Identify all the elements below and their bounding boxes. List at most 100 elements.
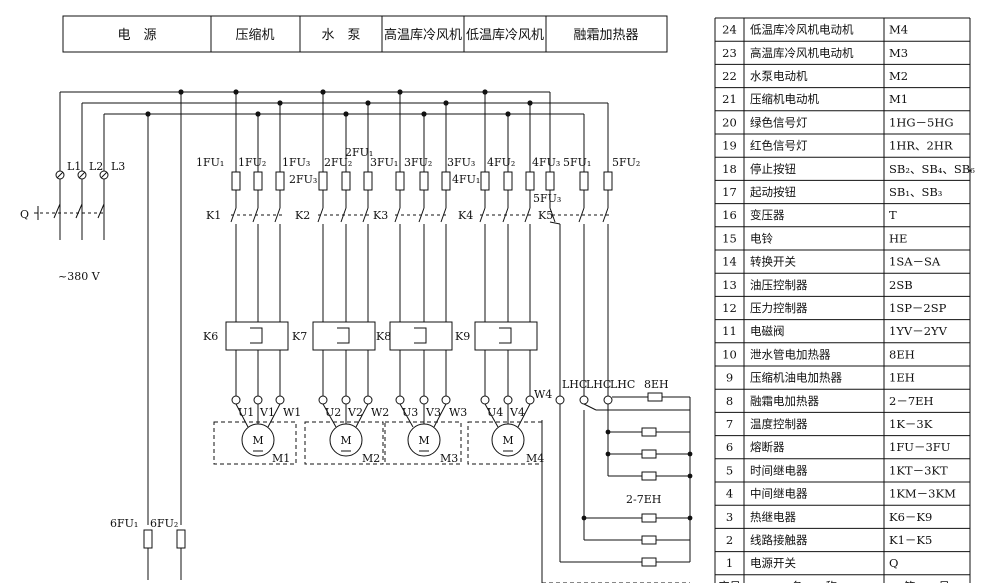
table-cell-symbol: Q: [889, 556, 898, 570]
label-6fu1: 6FU₁: [110, 517, 138, 530]
label-5fu1: 5FU₁: [563, 156, 591, 169]
label-w2: W2: [371, 406, 389, 419]
label-1fu2: 1FU₂: [238, 156, 266, 169]
label-m2: M2: [362, 452, 380, 465]
table-cell-index: 5: [726, 463, 733, 477]
label-l2: L2: [89, 160, 103, 173]
label-k4: K4: [458, 209, 473, 222]
label-8eh: 8EH: [644, 378, 669, 391]
table-cell-symbol: M1: [889, 92, 908, 106]
table-cell-index: 15: [722, 231, 737, 245]
table-cell-index: 9: [726, 371, 733, 385]
branch-wiring: [235, 92, 609, 396]
label-5fu3: 5FU₃: [533, 192, 561, 205]
table-cell-name: 停止按钮: [750, 162, 796, 176]
table-cell-index: 1: [726, 556, 733, 570]
label-4fu3: 4FU₃: [532, 156, 560, 169]
table-cell-name: 转换开关: [750, 255, 796, 269]
label-5fu2: 5FU₂: [612, 156, 640, 169]
label-lhc-3: LHC: [610, 378, 635, 391]
table-cell-symbol: 1KT－3KT: [889, 463, 948, 477]
table-cell-index: 13: [722, 278, 737, 292]
table-cell-symbol: 1YV－2YV: [889, 324, 948, 338]
motor-terminals: [231, 395, 613, 405]
table-cell-index: 10: [722, 347, 737, 361]
label-2fu2: 2FU₂: [324, 156, 352, 169]
label-1fu3: 1FU₃: [282, 156, 310, 169]
header-compressor: 压缩机: [235, 27, 274, 43]
table-cell-name: 温度控制器: [750, 417, 808, 431]
table-cell-index: 16: [722, 208, 737, 222]
table-cell-symbol: SB₂、SB₄、SB₆: [889, 162, 975, 176]
header-power: 电 源: [117, 28, 156, 43]
table-cell-name: 水泵电动机: [750, 69, 808, 83]
label-m4: M4: [526, 452, 544, 465]
header-water-pump: 水 泵: [321, 28, 360, 43]
table-cell-index: 17: [722, 185, 737, 199]
heater-junctions: [581, 429, 693, 521]
table-cell-name: 压缩机电动机: [750, 92, 819, 106]
label-v4: V4: [509, 406, 525, 419]
header-high-temp-fan: 高温库冷风机: [384, 27, 462, 43]
table-cell-name: 压力控制器: [750, 301, 808, 315]
motor-symbol-m4: M: [502, 434, 513, 447]
label-m3: M3: [440, 452, 458, 465]
table-cell-index: 24: [722, 23, 737, 37]
table-cell-index: 11: [722, 324, 737, 338]
table-cell-symbol: M3: [889, 46, 908, 60]
label-w4: W4: [534, 388, 552, 401]
defrost-heater-network: [541, 392, 691, 583]
table-header-index: 序号: [718, 579, 741, 583]
label-4fu1: 4FU₁: [452, 173, 480, 186]
label-2fu1: 2FU₁: [345, 146, 373, 159]
label-v2: V2: [347, 406, 363, 419]
label-2-7eh: 2-7EH: [626, 493, 661, 506]
motor-symbol-m3: M: [418, 434, 429, 447]
label-6fu2: 6FU₂: [150, 517, 178, 530]
label-k5: K5: [538, 209, 553, 222]
label-w1: W1: [283, 406, 301, 419]
label-3fu2: 3FU₂: [404, 156, 432, 169]
table-cell-index: 14: [722, 255, 737, 269]
label-4fu2: 4FU₂: [487, 156, 515, 169]
table-cell-name: 热继电器: [750, 510, 796, 524]
table-cell-symbol: 2－7EH: [889, 394, 934, 408]
label-k3: K3: [373, 209, 388, 222]
label-l1: L1: [67, 160, 81, 173]
label-3fu1: 3FU₁: [370, 156, 398, 169]
table-cell-name: 油压控制器: [750, 278, 808, 292]
label-k7: K7: [292, 330, 307, 343]
label-k8: K8: [376, 330, 391, 343]
label-2fu3: 2FU₃: [289, 173, 317, 186]
power-terminals: [55, 170, 109, 180]
table-cell-name: 电铃: [750, 231, 773, 245]
table-cell-index: 4: [726, 487, 733, 501]
table-cell-symbol: 1K－3K: [889, 417, 933, 431]
table-cell-symbol: HE: [889, 231, 907, 245]
table-cell-index: 7: [726, 417, 733, 431]
label-lhc-1: LHC: [562, 378, 587, 391]
contactor-contacts: [230, 207, 611, 225]
table-cell-index: 19: [722, 139, 737, 153]
table-cell-index: 18: [722, 162, 737, 176]
label-k9: K9: [455, 330, 470, 343]
label-w3: W3: [449, 406, 467, 419]
table-cell-name: 融霜电加热器: [750, 394, 819, 408]
header-low-temp-fan: 低温库冷风机: [466, 27, 544, 43]
table-cell-name: 绿色信号灯: [750, 115, 808, 129]
table-cell-symbol: 1SP－2SP: [889, 301, 947, 315]
table-cell-symbol: SB₁、SB₃: [889, 185, 943, 199]
motor-symbol-m2: M: [340, 434, 351, 447]
power-switch-q: [34, 182, 105, 240]
label-1fu1: 1FU₁: [196, 156, 224, 169]
table-cell-symbol: 2SB: [889, 278, 913, 292]
table-cell-symbol: 1SA－SA: [889, 255, 941, 269]
table-cell-symbol: 1HR、2HR: [889, 139, 953, 153]
label-k2: K2: [295, 209, 310, 222]
label-switch-q: Q: [20, 208, 29, 221]
table-cell-index: 23: [722, 46, 737, 60]
table-cell-symbol: 1HG－5HG: [889, 115, 954, 129]
table-cell-index: 12: [722, 301, 737, 315]
table-cell-symbol: 1FU－3FU: [889, 440, 951, 454]
